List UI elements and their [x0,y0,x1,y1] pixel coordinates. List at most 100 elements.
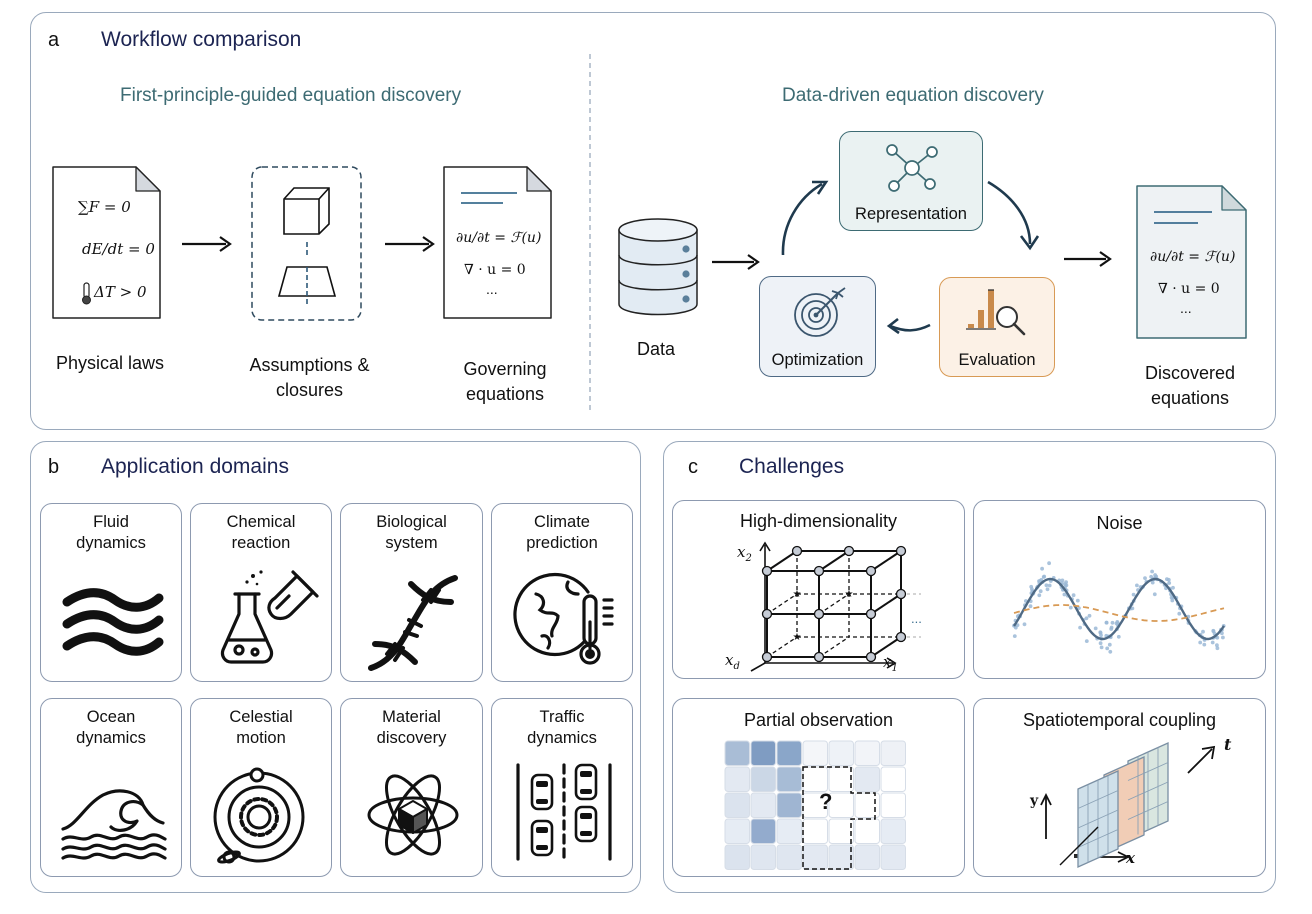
arrow-data-to-cycle [712,254,760,270]
noise-sample-point [1060,578,1065,583]
domain-card-ocean-dynamics: Ocean dynamics [40,698,182,877]
assumptions-closures-icon [251,166,362,321]
noise-sample-point [1075,598,1080,603]
domain-card-climate-prediction: Climate prediction [491,503,633,682]
grid-cell [854,740,880,766]
noise-sample-point [1130,606,1135,611]
law-eq-temperature: ΔT > 0 [94,283,147,301]
domain-card-traffic-dynamics: Traffic dynamics [491,698,633,877]
noise-sample-point [1042,574,1047,579]
noise-sample-point [1215,646,1220,651]
law-eq-sum-force: ∑F = 0 [78,198,131,216]
partial-observation-grid [724,740,906,870]
noise-sample-point [1109,625,1114,630]
target-icon [794,287,846,337]
governing-eq-pde: ∂u/∂t = ℱ(u) [456,230,542,246]
grid-cell [724,844,750,870]
discovered-eq-ellipsis: ... [1180,300,1192,316]
discovered-label-line1: Discovered [1144,363,1236,383]
noise-sample-point [1039,578,1044,582]
physical-laws-label: Physical laws [55,353,165,373]
grid-cell [880,792,906,818]
domain-card-fluid-dynamics: Fluid dynamics [40,503,182,682]
axis-label-y: y [1030,793,1039,809]
grid-cell [880,818,906,844]
noise-sample-point [1038,589,1043,594]
noise-sample-point [1165,577,1169,581]
noise-sample-point [1167,581,1172,585]
noise-sample-point [1116,634,1121,639]
grid-cell [776,766,802,792]
grid-cell [828,818,854,844]
grid-cell [828,766,854,792]
solar-system-icon [213,767,305,864]
noise-sample-point [1047,561,1051,566]
arrow-laws-to-assumptions [182,236,232,252]
grid-cell [802,792,828,818]
grid-cell [802,740,828,766]
ocean-wave-icon [61,789,167,860]
globe-thermometer-icon [513,572,614,665]
discovered-eq-pde: ∂u/∂t = ℱ(u) [1150,249,1236,265]
noise-sample-point [1028,604,1033,609]
noise-sample-point [1062,592,1067,597]
dna-icon [368,575,458,671]
noise-sample-point [1152,592,1157,597]
spatiotemporal-layers-icon [1040,741,1216,869]
noise-sample-point [1093,626,1098,631]
grid-cell [750,844,776,870]
network-icon [886,144,938,192]
noise-sample-point [1037,593,1042,598]
panel-c-letter: c [688,456,698,478]
more-dimensions-ellipsis: ... [911,611,922,626]
unknown-region-mark: ? [819,789,833,814]
noise-sample-point [1115,620,1120,624]
thermometer-icon [82,282,91,305]
challenge-card-partial-observation: Partial observation ? [672,698,965,877]
frustum-icon [277,266,337,306]
axis-label-xd: xd [725,651,740,672]
domain-card-chemical-reaction: Chemical reaction [190,503,332,682]
noise-sample-point [1131,592,1136,597]
assumptions-label-line1: Assumptions & [249,355,370,375]
noise-sample-point [1047,583,1052,588]
grid-cell [854,766,880,792]
grid-cell [802,818,828,844]
noise-sample-point [1153,573,1157,577]
evaluation-box: Evaluation [939,277,1055,377]
noise-sample-point [1221,635,1225,640]
grid-cell [724,766,750,792]
noise-sample-point [1150,580,1155,585]
challenge-card-spatiotemporal-coupling: Spatiotemporal coupling t y x [973,698,1266,877]
axis-label-x2: x2 [737,543,752,564]
database-icon [618,218,698,316]
panel-b-letter: b [48,456,60,478]
noise-sample-point [1198,640,1203,645]
grid-cell [750,740,776,766]
noise-sample-point [1078,625,1082,630]
grid-cell [828,792,854,818]
panel-c-title: Challenges [739,455,845,478]
noise-plot [1012,561,1226,654]
noise-sample-point [1040,566,1044,571]
noise-sample-point [1087,613,1092,618]
grid-cell [854,818,880,844]
domain-card-celestial-motion: Celestial motion [190,698,332,877]
noise-sample-point [1108,649,1113,654]
panel-a-divider [589,54,591,410]
unobserved-region-outline [802,766,876,870]
noise-sample-point [1098,641,1103,646]
panel-b-title: Application domains [101,455,289,478]
challenge-card-noise: Noise [973,500,1266,679]
noise-sample-point [1211,629,1216,634]
governing-label-line2: equations [465,384,545,404]
grid-cell [776,818,802,844]
noise-sample-point [1084,639,1089,643]
noise-sample-point [1099,633,1103,638]
noise-sample-point [1068,605,1073,610]
noise-sample-point [1107,642,1112,647]
governing-equations-document-icon [443,166,552,319]
noise-sample-point [1104,620,1109,625]
atom-cube-icon [367,774,459,856]
noise-sample-point [1210,640,1215,645]
